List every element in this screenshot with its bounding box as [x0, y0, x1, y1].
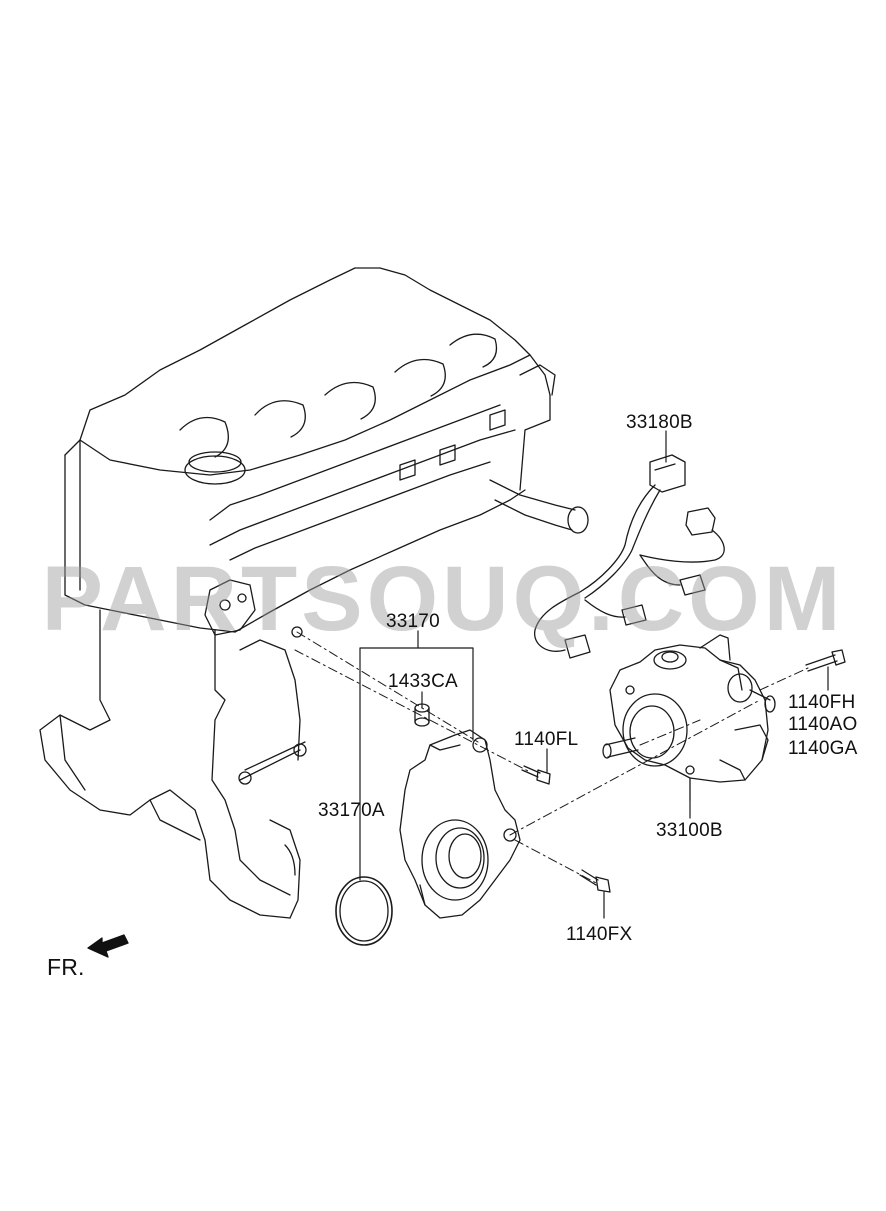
leader-lines — [359, 430, 829, 919]
label-1140fh[interactable]: 1140FH — [788, 692, 856, 713]
label-1140fx[interactable]: 1140FX — [566, 924, 633, 945]
wire-harness-drawing — [534, 454, 725, 659]
bolt-1140fl-drawing — [521, 765, 551, 785]
o-ring-drawing — [335, 876, 393, 946]
label-33170[interactable]: 33170 — [386, 611, 440, 632]
alignment-dashed-lines — [294, 631, 809, 885]
front-indicator-label: FR. — [47, 954, 85, 980]
fuel-pump-drawing — [602, 634, 776, 801]
label-33100b[interactable]: 33100B — [656, 820, 723, 841]
engine-block-drawing — [39, 267, 589, 919]
front-direction-arrow-icon — [87, 934, 129, 958]
watermark-text: PARTSOUQ.COM — [41, 548, 845, 650]
label-1140fl[interactable]: 1140FL — [514, 729, 579, 750]
bolt-1140fh-drawing — [805, 649, 846, 672]
label-1433ca[interactable]: 1433CA — [388, 671, 458, 692]
label-1140ga[interactable]: 1140GA — [788, 738, 858, 759]
label-1140ao[interactable]: 1140AO — [788, 714, 858, 735]
label-33170a[interactable]: 33170A — [318, 800, 385, 821]
label-33180b[interactable]: 33180B — [626, 412, 693, 433]
pump-bracket-drawing — [399, 729, 521, 919]
bolt-1140fx-drawing — [579, 869, 611, 893]
